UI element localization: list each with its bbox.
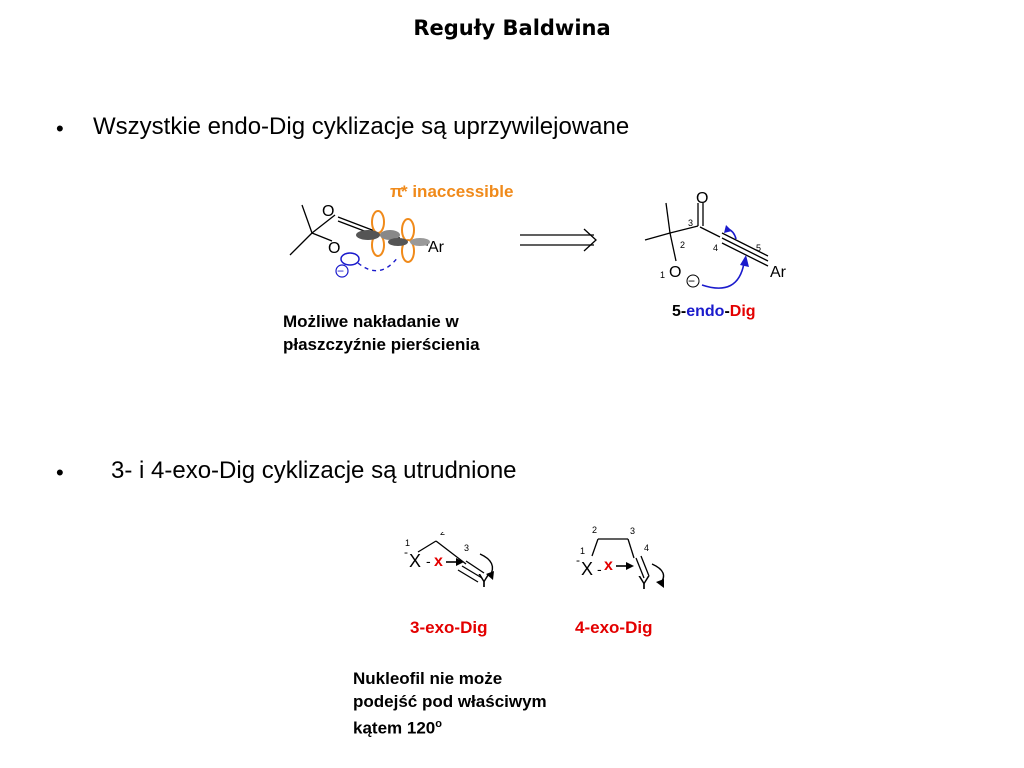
negative-charge: − bbox=[688, 274, 695, 288]
retro-arrow bbox=[520, 228, 597, 252]
label-endo: endo bbox=[686, 303, 725, 320]
attack-arrow bbox=[701, 262, 745, 289]
forbidden-x: x bbox=[604, 557, 613, 574]
locant-4: 4 bbox=[644, 543, 649, 553]
locant-1: 1 bbox=[405, 538, 410, 548]
locant-4: 4 bbox=[713, 243, 718, 253]
attack-trajectory bbox=[357, 256, 399, 272]
locant-5: 5 bbox=[756, 243, 761, 253]
label-dash: - bbox=[724, 303, 730, 320]
note-text: kątem 120 bbox=[353, 718, 436, 738]
atom-X: X bbox=[581, 559, 593, 579]
charge: - bbox=[576, 553, 580, 567]
atom-O-carbonyl: O bbox=[322, 203, 334, 220]
charge-circle bbox=[335, 264, 349, 278]
locant-2: 2 bbox=[440, 532, 445, 537]
locant-3: 3 bbox=[630, 526, 635, 536]
charge-circle bbox=[686, 274, 700, 288]
locant-2: 2 bbox=[680, 240, 685, 250]
four-exo-dig-scheme: - X - x Y 1 2 3 4 bbox=[576, 525, 665, 593]
slide-title: Reguły Baldwina bbox=[413, 16, 611, 40]
atom-Y: Y bbox=[638, 573, 650, 593]
label-prefix: 5- bbox=[672, 303, 687, 320]
note-line-angle: kątem 120o bbox=[353, 713, 547, 740]
pi-orbitals bbox=[356, 210, 430, 263]
three-exo-dig-scheme: - X - x Y 1 2 3 bbox=[404, 532, 494, 591]
atom-Y: Y bbox=[478, 571, 490, 591]
caption-line: Możliwe nakładanie w bbox=[283, 312, 459, 331]
charge: - bbox=[404, 545, 408, 559]
locant-1: 1 bbox=[580, 546, 585, 556]
five-endo-dig-label: 5-endo-Dig bbox=[672, 303, 756, 321]
degree-superscript: o bbox=[435, 718, 442, 730]
note-line: podejść pod właściwym bbox=[353, 692, 547, 711]
dash: - bbox=[426, 553, 431, 569]
atom-Ar: Ar bbox=[428, 239, 445, 256]
atom-X: X bbox=[409, 551, 421, 571]
note-line: Nukleofil nie może bbox=[353, 669, 503, 688]
atom-O-alkoxide: O bbox=[669, 264, 681, 281]
three-exo-dig-label: 3-exo-Dig bbox=[410, 618, 488, 637]
bullet-marker: • bbox=[56, 460, 64, 485]
oxygen-lone-pair bbox=[340, 252, 360, 266]
forbidden-x: x bbox=[434, 553, 443, 570]
bullet-exo-dig: 3- i 4-exo-Dig cyklizacje są utrudnione bbox=[111, 457, 517, 484]
skeleton-bonds bbox=[417, 540, 485, 583]
skeleton-bonds bbox=[591, 538, 650, 579]
negative-charge: − bbox=[337, 264, 344, 278]
label-dig: Dig bbox=[729, 303, 756, 320]
pi-star-inaccessible: * inaccessible bbox=[401, 182, 513, 201]
skeleton-bonds bbox=[644, 202, 769, 267]
atom-O-alkoxide: O bbox=[328, 240, 340, 257]
bullet-endo-dig: Wszystkie endo-Dig cyklizacje są uprzywi… bbox=[93, 113, 630, 140]
four-exo-dig-label: 4-exo-Dig bbox=[575, 618, 653, 637]
locant-1: 1 bbox=[660, 270, 665, 280]
bullet-marker: • bbox=[56, 116, 64, 141]
locant-3: 3 bbox=[464, 543, 469, 553]
orbital-overlap-scheme: π * inaccessible O O Ar − bbox=[289, 182, 513, 278]
atom-Ar: Ar bbox=[770, 264, 787, 281]
caption-line: płaszczyźnie pierścienia bbox=[283, 335, 480, 354]
five-endo-dig-scheme: O O Ar 1 2 3 4 5 − bbox=[644, 190, 787, 289]
pi-star-symbol: π bbox=[390, 182, 403, 201]
locant-2: 2 bbox=[592, 525, 597, 535]
atom-O-carbonyl: O bbox=[696, 190, 708, 207]
dash: - bbox=[597, 561, 602, 577]
locant-3: 3 bbox=[688, 218, 693, 228]
